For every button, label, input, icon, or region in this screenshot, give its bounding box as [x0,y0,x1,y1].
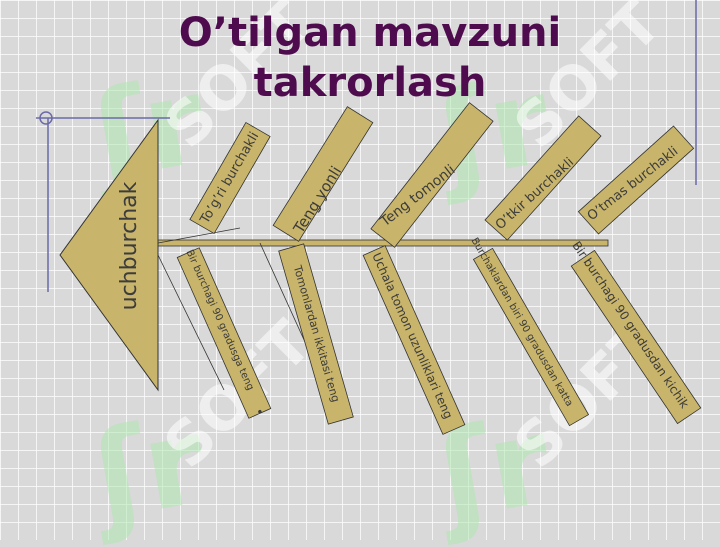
bone-bottom-box [570,249,702,425]
bone-bottom-label: Burchaklardan biri 90 gradusdan katta [469,236,575,409]
decor-circle [39,111,53,125]
bone-5: O’tmas burchakli Bir burchagi 90 gradusd… [569,125,702,425]
bone-top-box [577,125,695,235]
bone-top-label: O’tmas burchakli [585,144,681,224]
head-triangle [59,118,159,392]
bone-top-box [272,106,374,242]
bone-line [157,227,241,244]
bone-top-box [484,115,602,241]
bone-top-label: To’g’ri burchakli [197,130,262,228]
bone-3: Teng tomonli Uchala tomon uzunliklari te… [362,102,494,435]
bone-bottom-label: Bir burchagi 90 gradusdan kichik [569,239,691,411]
head-label: uchburchak [117,181,142,310]
bone-bottom-box [278,243,354,425]
slide-title: O’tilgan mavzuni takrorlash [178,10,562,106]
bone-bottom-box [176,247,272,419]
bone-2: Teng yonli Tomonlardan ikkitasi teng [272,106,374,425]
bone-top-box [370,102,494,248]
bone-line [157,254,225,391]
bone-bottom-label: Uchala tomon uzunliklari teng [369,251,455,421]
bone-bottom-box [472,247,590,427]
bone-1: To’g’ri burchakli Bir burchagi 90 gradus… [176,121,272,419]
bone-bottom-box [362,245,466,435]
bone-top-box [189,121,271,235]
bone-bottom-label: Bir burchagi 90 gradusga teng [183,248,255,392]
spine [155,239,609,247]
